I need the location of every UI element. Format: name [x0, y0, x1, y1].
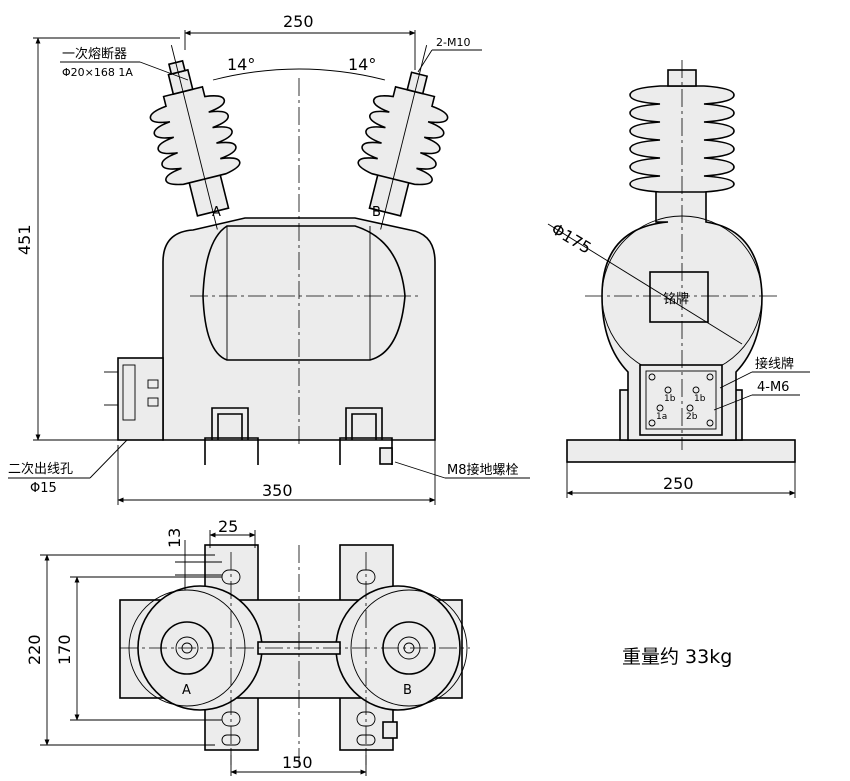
- core-window: [202, 225, 406, 361]
- terminal-board: [639, 364, 723, 436]
- nameplate: [649, 271, 709, 323]
- top-label-b: B: [403, 683, 412, 698]
- terminal-board-label: 接线牌: [755, 356, 794, 372]
- terminal-1a: 1a: [656, 412, 667, 422]
- secondary-terminal-box: [117, 357, 164, 441]
- board-screws-label: 4-M6: [757, 380, 789, 395]
- terminal-bolt-label: 2-M10: [436, 36, 470, 49]
- front-view: A B 14° 14° 250: [8, 12, 530, 505]
- grounding-bolt-icon: [379, 447, 393, 465]
- top-view: A B 25 13 220 170 150: [25, 517, 470, 776]
- dim-top-250: 250: [283, 12, 314, 31]
- fuse-spec: Φ20×168 1A: [62, 66, 133, 79]
- secondary-outlet-label: 二次出线孔: [8, 461, 73, 477]
- dim-150: 150: [282, 753, 313, 772]
- diameter-label: Φ175: [548, 219, 595, 258]
- dim-bottom-350: 350: [262, 481, 293, 500]
- terminal-a-label: A: [212, 205, 221, 220]
- weight-label: 重量约 33kg: [622, 646, 732, 668]
- side-view: 铭牌 1b 1b 1a 2b Φ175 接线牌 4-M6 250: [547, 60, 810, 498]
- bushing-a: [149, 45, 241, 230]
- terminal-1b-left: 1b: [664, 394, 676, 404]
- terminal-1b-right: 1b: [694, 394, 706, 404]
- top-label-a: A: [182, 683, 191, 698]
- bushing-b: [357, 45, 449, 230]
- dim-side-250: 250: [663, 474, 694, 493]
- side-insulator: [629, 85, 735, 193]
- dim-220: 220: [25, 634, 44, 665]
- base-plate: [566, 439, 796, 463]
- grounding-bolt-label: M8接地螺栓: [447, 462, 519, 478]
- angle-right: 14°: [348, 55, 376, 74]
- dim-25: 25: [218, 517, 238, 536]
- top-grounding-bolt-icon: [382, 721, 398, 739]
- fuse-title: 一次熔断器: [62, 46, 127, 62]
- dim-170: 170: [55, 634, 74, 665]
- terminal-2b: 2b: [686, 412, 698, 422]
- dim-height-451: 451: [15, 224, 34, 255]
- dim-13: 13: [165, 528, 184, 548]
- angle-left: 14°: [227, 55, 255, 74]
- secondary-outlet-dia: Φ15: [30, 481, 57, 496]
- terminal-b-label: B: [372, 205, 381, 220]
- nameplate-label: 铭牌: [663, 291, 689, 307]
